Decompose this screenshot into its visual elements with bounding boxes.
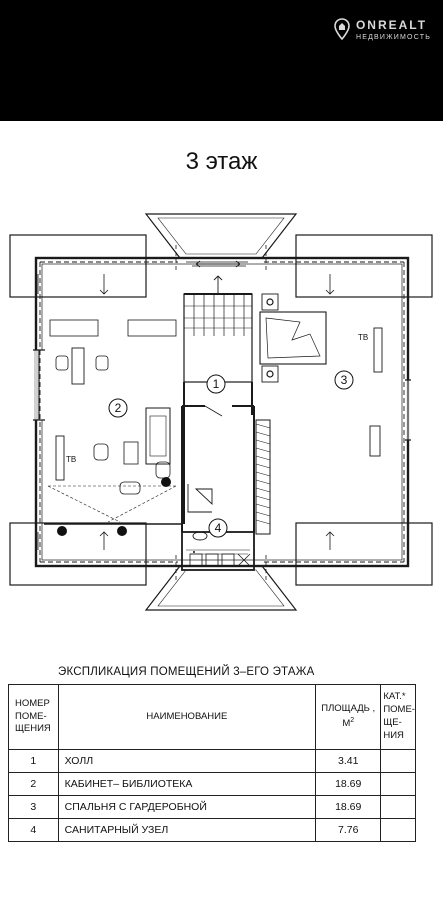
row-number: 1 xyxy=(8,749,59,773)
row-category xyxy=(380,772,416,796)
row-area: 7.76 xyxy=(315,818,382,842)
row-category xyxy=(380,749,416,773)
brand-logo: ONREALT НЕДВИЖИМОСТЬ xyxy=(334,18,431,41)
brand-name: ONREALT xyxy=(355,18,428,32)
header-area: ПЛОЩАДЬ , М2 xyxy=(315,684,382,750)
eave-right-bottom xyxy=(295,522,433,586)
room-marker-4 xyxy=(208,518,228,538)
floor-title: 3 этаж xyxy=(185,148,258,175)
header-number: НОМЕР ПОМЕ- ЩЕНИЯ xyxy=(8,684,59,750)
row-category xyxy=(380,795,416,819)
row-number: 2 xyxy=(8,772,59,796)
table-row: 3 СПАЛЬНЯ С ГАРДЕРОБНОЙ 18.69 xyxy=(8,795,416,819)
brand-subtitle: НЕДВИЖИМОСТЬ xyxy=(355,34,431,41)
row-number: 3 xyxy=(8,795,59,819)
row-area: 18.69 xyxy=(315,795,382,819)
eave-left-top xyxy=(9,234,147,298)
header-category: КАТ.* ПОМЕ- ЩЕ- НИЯ xyxy=(380,684,416,750)
row-category xyxy=(380,818,416,842)
room-marker-3 xyxy=(334,370,354,390)
room-number-4: 4 xyxy=(215,521,222,535)
room-number-1: 1 xyxy=(213,377,220,391)
room-number-2: 2 xyxy=(115,401,122,415)
tv-label-study: ТВ xyxy=(66,455,76,464)
room-number-3: 3 xyxy=(341,373,348,387)
header-name: НАИМЕНОВАНИЕ xyxy=(57,684,317,750)
eave-left-bottom xyxy=(9,522,147,586)
row-name: ХОЛЛ xyxy=(57,749,317,773)
bed xyxy=(259,311,327,365)
explication-title: ЭКСПЛИКАЦИЯ ПОМЕЩЕНИЙ 3–ЕГО ЭТАЖА xyxy=(58,666,315,678)
room-marker-2 xyxy=(108,398,128,418)
tv-label-bedroom: ТВ xyxy=(358,333,368,342)
table-row: 1 ХОЛЛ 3.41 xyxy=(8,749,416,773)
gable-top xyxy=(144,213,298,259)
room-marker-1 xyxy=(206,374,226,394)
sofa xyxy=(145,407,171,465)
table-header-row: НОМЕР ПОМЕ- ЩЕНИЯ НАИМЕНОВАНИЕ ПЛОЩАДЬ ,… xyxy=(8,684,416,750)
row-number: 4 xyxy=(8,818,59,842)
table-row: 4 САНИТАРНЫЙ УЗЕЛ 7.76 xyxy=(8,818,416,842)
eave-right-top xyxy=(295,234,433,298)
location-pin-icon xyxy=(334,18,350,40)
gable-bottom xyxy=(144,565,298,611)
explication-table: НОМЕР ПОМЕ- ЩЕНИЯ НАИМЕНОВАНИЕ ПЛОЩАДЬ ,… xyxy=(8,684,416,842)
row-area: 18.69 xyxy=(315,772,382,796)
header-bar: ONREALT НЕДВИЖИМОСТЬ xyxy=(0,0,443,121)
row-name: СПАЛЬНЯ С ГАРДЕРОБНОЙ xyxy=(57,795,317,819)
table-row: 2 КАБИНЕТ– БИБЛИОТЕКА 18.69 xyxy=(8,772,416,796)
row-name: САНИТАРНЫЙ УЗЕЛ xyxy=(57,818,317,842)
row-name: КАБИНЕТ– БИБЛИОТЕКА xyxy=(57,772,317,796)
wardrobe xyxy=(255,419,271,535)
floor-plan: 1 2 3 4 ТВ ТВ xyxy=(9,213,433,611)
row-area: 3.41 xyxy=(315,749,382,773)
